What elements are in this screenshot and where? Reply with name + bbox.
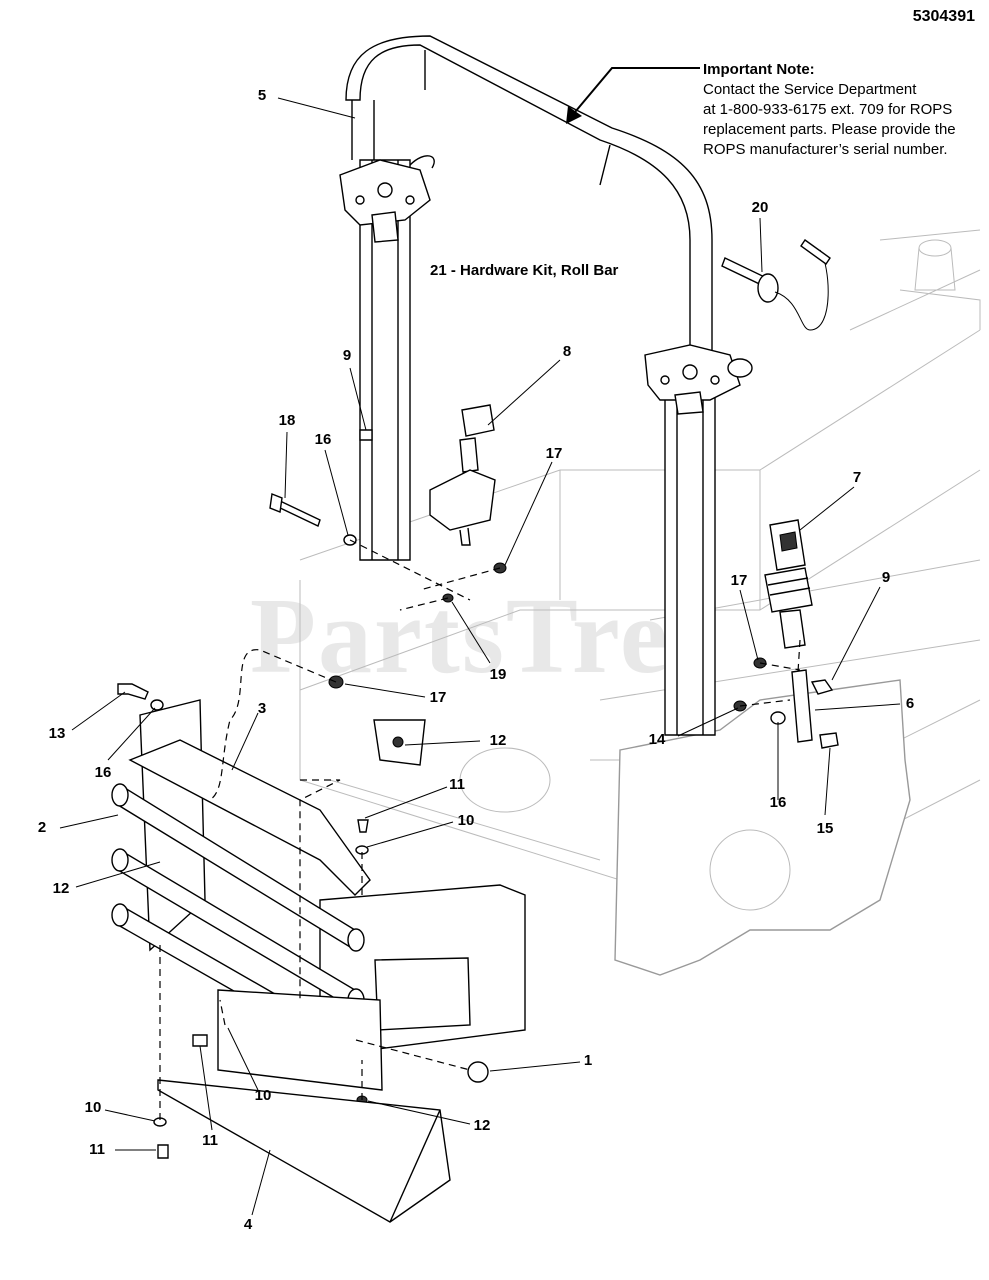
callout-14: 14 [648,731,666,748]
document-number: 5304391 [912,8,975,25]
hinge-bracket-left [339,155,435,243]
callout-11: 11 [89,1141,105,1158]
hitch-pin [721,239,831,331]
callout-16: 16 [314,431,332,448]
callout-9: 9 [881,569,891,586]
callout-17: 17 [730,572,748,589]
callout-9: 9 [342,347,352,364]
hardware-kit-label: 21 - Hardware Kit, Roll Bar [430,262,619,279]
callout-4: 4 [243,1216,253,1233]
note-line: replacement parts. Please provide the [703,121,956,138]
leader-lines [59,97,901,1216]
callout-10: 10 [254,1087,272,1104]
callout-20: 20 [751,199,769,216]
callout-15: 15 [816,820,834,837]
callout-19: 19 [489,666,507,683]
callout-7: 7 [852,469,862,486]
callout-1: 1 [583,1052,593,1069]
callout-16: 16 [94,764,112,781]
note-arrow [566,67,700,124]
mount-strap [791,669,813,743]
callout-10: 10 [457,812,475,829]
callout-3: 3 [257,700,267,717]
callout-11: 11 [202,1132,218,1149]
note-line: Contact the Service Department [703,81,917,98]
callout-8: 8 [562,343,572,360]
callout-17: 17 [429,689,447,706]
note-line: at 1-800-933-6175 ext. 709 for ROPS [703,101,953,118]
callout-12: 12 [473,1117,491,1134]
callout-6: 6 [905,695,915,712]
callout-13: 13 [48,725,66,742]
watermark-logo: PartsTree [250,577,720,696]
assembly-lines [159,539,801,1120]
note-line: ROPS manufacturer’s serial number. [703,141,948,158]
callout-11: 11 [449,776,465,793]
callout-2: 2 [37,819,47,836]
bottom-pan [157,989,451,1223]
plate-hole [709,829,791,911]
side-plate [614,679,911,976]
seat-belt-buckle [429,404,496,546]
callout-5: 5 [257,87,267,104]
hinge-bracket-right [644,344,753,415]
callout-12: 12 [489,732,507,749]
callout-16: 16 [769,794,787,811]
callout-12: 12 [52,880,70,897]
important-note: Important Note: Contact the Service Depa… [703,60,983,160]
seat-belt-latch [764,519,813,649]
callout-17: 17 [545,445,563,462]
note-title: Important Note: [703,61,815,78]
callout-10: 10 [84,1099,102,1116]
callout-18: 18 [278,412,296,429]
